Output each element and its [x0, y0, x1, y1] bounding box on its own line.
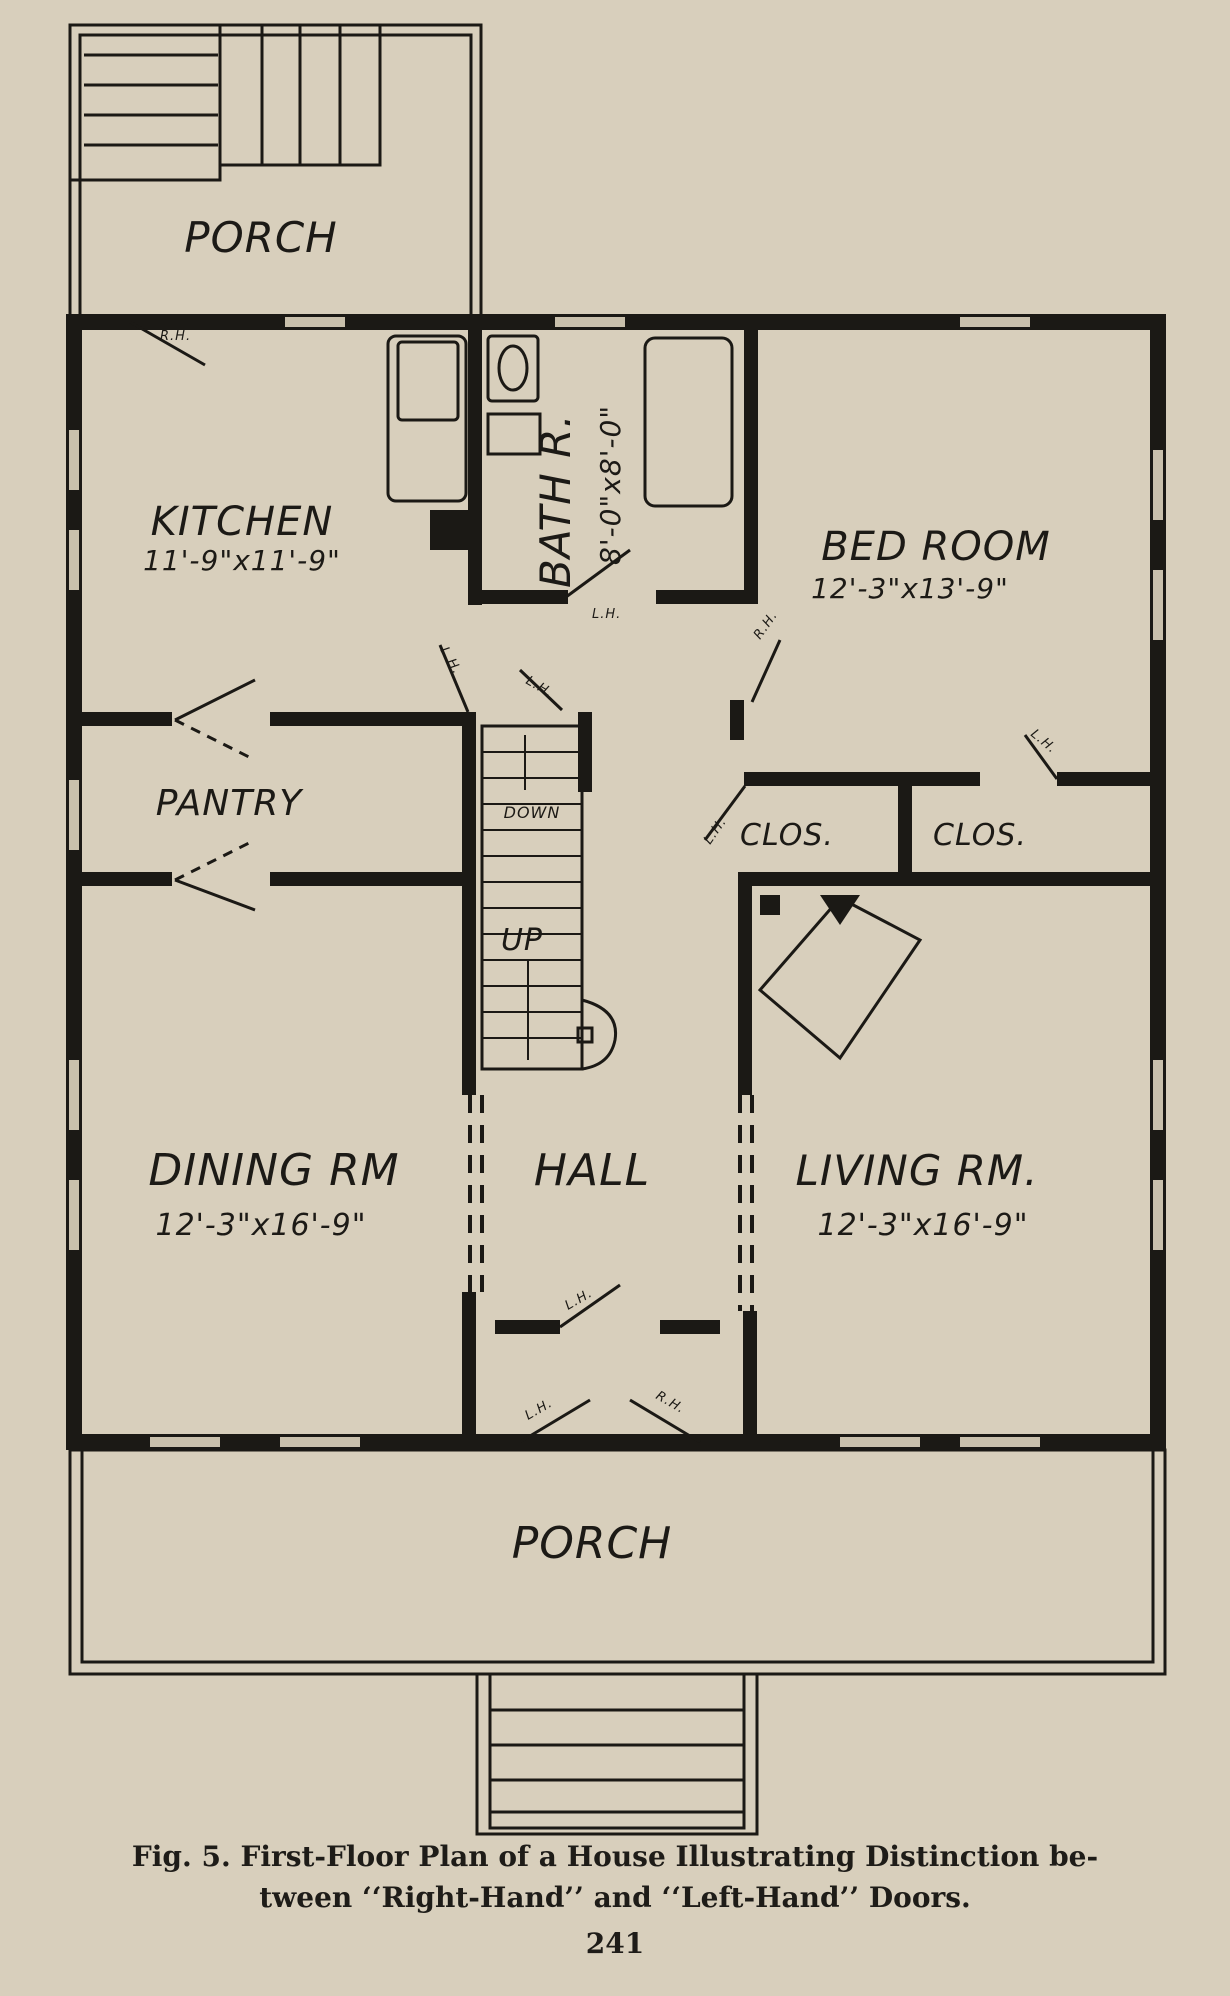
label-stair-down: DOWN: [504, 803, 561, 822]
fixtures: [386, 334, 734, 508]
label-back-porch: PORCH: [184, 213, 337, 262]
door-label-stair-right: L.H.: [523, 673, 556, 701]
page-number: 241: [585, 1927, 645, 1960]
staircase: [480, 724, 618, 1071]
door-label-stair-left: L.H.: [437, 645, 465, 678]
door-label-front-right: R.H.: [653, 1388, 687, 1417]
label-closet-1: CLOS.: [740, 818, 834, 853]
door-label-front-left: L.H.: [523, 1396, 556, 1424]
label-living: LIVING RM.: [796, 1146, 1039, 1195]
room-labels: PORCH KITCHEN 11'-9"x11'-9" BATH R. 8'-0…: [143, 213, 1051, 1569]
door-label-bedroom-closet: L.H.: [1027, 727, 1059, 757]
label-front-porch: PORCH: [512, 1518, 673, 1569]
figure-caption-line-2: tween ‘‘Right-Hand’’ and ‘‘Left-Hand’’ D…: [259, 1881, 971, 1914]
figure-caption-line-1: Fig. 5. First-Floor Plan of a House Illu…: [131, 1840, 1099, 1873]
label-bath: BATH R.: [531, 413, 580, 588]
front-steps: [475, 1672, 759, 1836]
front-porch: [68, 1448, 1167, 1836]
cased-openings: [468, 1095, 754, 1311]
label-closet-2: CLOS.: [933, 818, 1027, 853]
label-kitchen-size: 11'-9"x11'-9": [143, 544, 341, 577]
label-pantry: PANTRY: [156, 783, 304, 824]
fireplace: [757, 895, 923, 1061]
label-bedroom-size: 12'-3"x13'-9": [811, 572, 1009, 605]
label-kitchen: KITCHEN: [151, 499, 334, 545]
label-hall: HALL: [534, 1145, 650, 1196]
back-steps: [68, 23, 382, 182]
door-label-bath: L.H.: [592, 607, 621, 622]
label-stair-up: UP: [501, 923, 543, 958]
door-label-closet: L.H.: [701, 815, 730, 848]
label-bath-size: 8'-0"x8'-0": [594, 405, 627, 565]
label-bedroom: BED ROOM: [821, 524, 1051, 570]
windows: [69, 317, 1163, 1447]
door-swings: [129, 320, 1059, 1444]
label-dining: DINING RM: [148, 1145, 399, 1196]
back-porch: [68, 23, 483, 324]
door-label-kitchen-back: R.H.: [160, 329, 191, 344]
interior-walls: [74, 322, 1152, 1442]
door-label-bedroom: R.H.: [751, 608, 781, 642]
door-label-vestibule: L.H.: [563, 1286, 596, 1314]
label-dining-size: 12'-3"x16'-9": [155, 1208, 366, 1243]
label-living-size: 12'-3"x16'-9": [817, 1208, 1028, 1243]
